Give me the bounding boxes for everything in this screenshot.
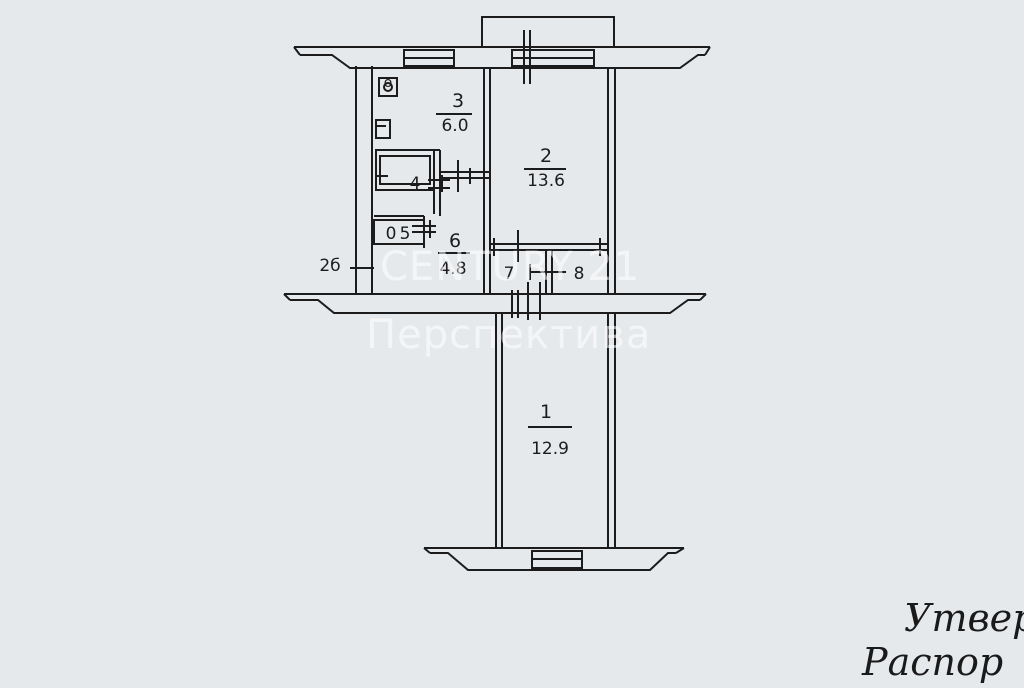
top-balcony <box>481 16 615 47</box>
signature-line-1: Утвер <box>904 596 1024 640</box>
room-3-fraction-line <box>436 113 472 115</box>
stove-fixture <box>378 77 398 97</box>
signature-line-2: Распор <box>862 640 1004 684</box>
room-2b-label: 2б <box>319 256 341 276</box>
watermark-line-2: Перспектива <box>366 312 652 358</box>
top-exterior-wall <box>293 46 711 69</box>
room-6-number: 6 <box>448 230 462 252</box>
room-6-fraction-line <box>438 252 470 254</box>
room-7-number: 7 <box>503 264 515 284</box>
room-2-area: 13.6 <box>527 171 565 191</box>
room-5-prefix: 0 <box>385 224 397 244</box>
room-2-number: 2 <box>539 145 553 167</box>
room-1-fraction-line <box>528 426 572 428</box>
room-3-number: 3 <box>451 90 465 112</box>
fixture-stove-label: o <box>383 75 393 91</box>
room-2-fraction-line <box>524 168 566 170</box>
bathtub <box>375 149 435 191</box>
middle-wall <box>283 293 707 314</box>
room-5-number: 5 <box>399 224 411 244</box>
room-3-area: 6.0 <box>441 116 469 136</box>
room-1-area: 12.9 <box>531 439 569 459</box>
watermark-line-1: CENTURY 21 <box>380 244 641 290</box>
sink-fixture <box>375 119 391 139</box>
room-4-number: 4 <box>409 174 421 194</box>
bottom-exterior-wall <box>423 547 685 571</box>
room-6-area: 4.8 <box>439 259 467 279</box>
room-1-number: 1 <box>539 401 553 423</box>
room-8-number: 8 <box>573 264 585 284</box>
